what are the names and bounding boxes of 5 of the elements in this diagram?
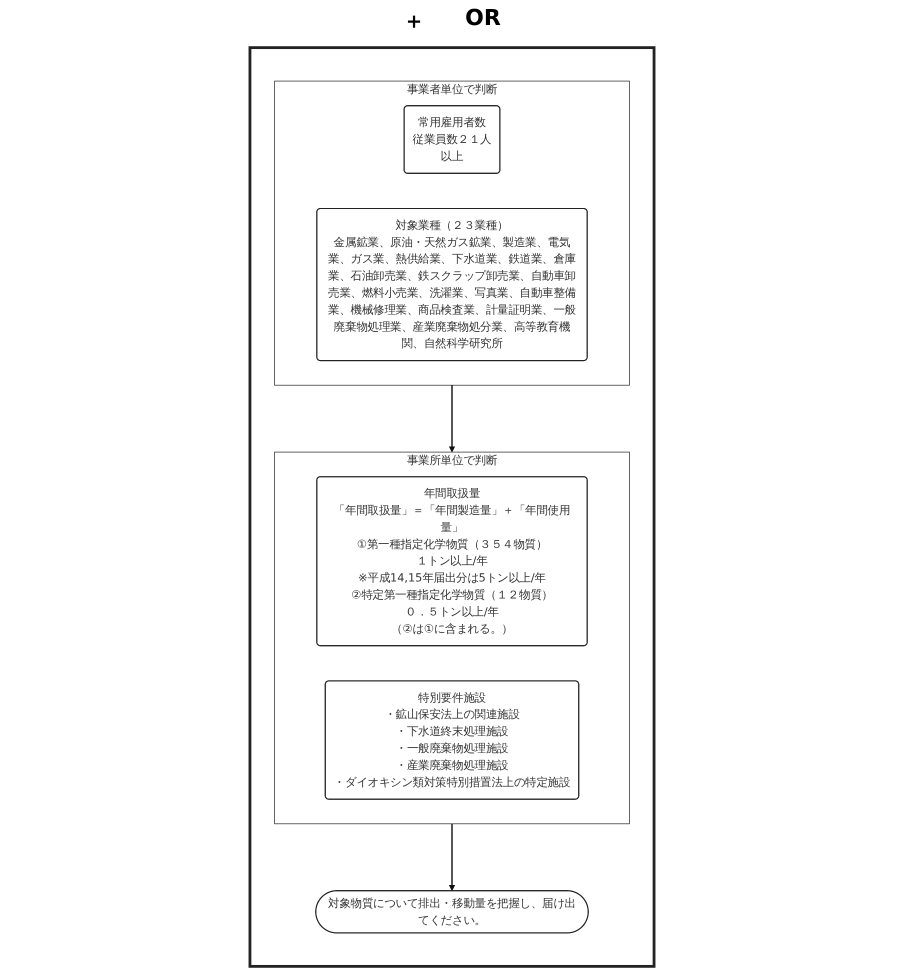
note-text: OR [465,6,501,33]
note-text: ＋ [403,8,426,36]
arrow [448,385,456,452]
cluster [248,46,656,968]
arrow [448,824,456,891]
